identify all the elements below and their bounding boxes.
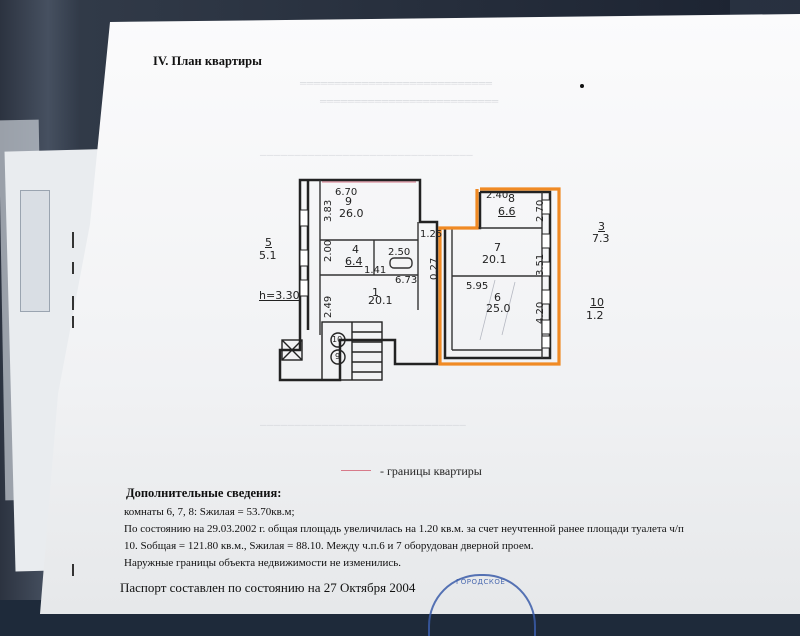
floor-plan xyxy=(278,178,561,382)
info-line: По состоянию на 29.03.2002 г. общая площ… xyxy=(124,523,684,535)
info-line: комнаты 6, 7, 8: Sжилая = 53.70кв.м; xyxy=(124,506,295,518)
room-9-num: 9 xyxy=(345,195,352,208)
side-dim: 2.00 xyxy=(323,239,334,262)
room-1-dim: 6.73 xyxy=(395,275,418,286)
side-dim: 2.70 xyxy=(535,199,546,222)
ceiling-height: h=3.30 xyxy=(259,289,300,302)
passport-line: Паспорт составлен по состоянию на 27 Окт… xyxy=(120,580,416,595)
room-6-area: 25.0 xyxy=(486,302,511,315)
room-1-num: 1 xyxy=(372,286,379,299)
stair-number: 10 xyxy=(332,335,343,344)
bleed-through-text: ────────────────────────────── xyxy=(260,420,467,430)
additional-info-title: Дополнительные сведения: xyxy=(126,486,282,500)
margin-mark xyxy=(72,564,74,576)
outside-label-area: 1.2 xyxy=(586,309,604,322)
room-6-dim: 5.95 xyxy=(466,281,489,292)
side-dim: 3.51 xyxy=(535,253,546,276)
document-page xyxy=(40,14,800,614)
boundary-legend-label: - границы квартиры xyxy=(380,464,482,478)
room-8-num: 8 xyxy=(508,192,515,205)
room-8-dim: 2.40 xyxy=(486,190,509,201)
outside-label-num: 10 xyxy=(590,296,604,309)
side-dim: 3.83 xyxy=(323,199,334,222)
margin-mark xyxy=(72,232,74,248)
margin-mark xyxy=(72,316,74,328)
room-9-area: 26.0 xyxy=(339,207,364,220)
room-4-num: 4 xyxy=(352,243,359,256)
highlight-outline xyxy=(438,187,561,366)
side-dim: 1.41 xyxy=(364,265,387,276)
side-dim: 0.27 xyxy=(429,257,440,280)
info-line: Наружные границы объекта недвижимости не… xyxy=(124,557,401,569)
outside-label-num: 5 xyxy=(265,236,272,249)
room-wc-dim: 2.50 xyxy=(388,247,411,258)
section-title: IV. План квартиры xyxy=(153,54,262,68)
bleed-through-text: ════════════════════════════ xyxy=(300,78,493,88)
underlying-card xyxy=(20,190,50,312)
info-line: 10. Sобщая = 121.80 кв.м., Sжилая = 88.1… xyxy=(124,540,534,552)
margin-mark xyxy=(72,296,74,310)
ink-dot xyxy=(580,84,584,88)
side-dim: 2.49 xyxy=(323,295,334,318)
outside-label-num: 3 xyxy=(598,220,605,233)
boundary-legend-line xyxy=(341,470,371,471)
room-8-area: 6.6 xyxy=(498,205,516,218)
room-7-area: 20.1 xyxy=(482,253,507,266)
outside-label-area: 7.3 xyxy=(592,232,610,245)
margin-mark xyxy=(72,262,74,274)
side-dim: 1.25 xyxy=(420,229,443,240)
room-1-area: 20.1 xyxy=(368,294,393,307)
room-4-area: 6.4 xyxy=(345,255,363,268)
bleed-through-text: ══════════════════════════ xyxy=(320,96,499,106)
room-6-num: 6 xyxy=(494,291,501,304)
stair-number: 9 xyxy=(335,352,341,361)
bleed-through-text: ─────────────────────────────── xyxy=(260,150,474,160)
stamp-text: ГОРОДСКОЕ xyxy=(456,578,506,586)
outside-label-area: 5.1 xyxy=(259,249,277,262)
room-9-dim: 6.70 xyxy=(335,187,358,198)
room-7-num: 7 xyxy=(494,241,501,254)
side-dim: 4.20 xyxy=(535,301,546,324)
